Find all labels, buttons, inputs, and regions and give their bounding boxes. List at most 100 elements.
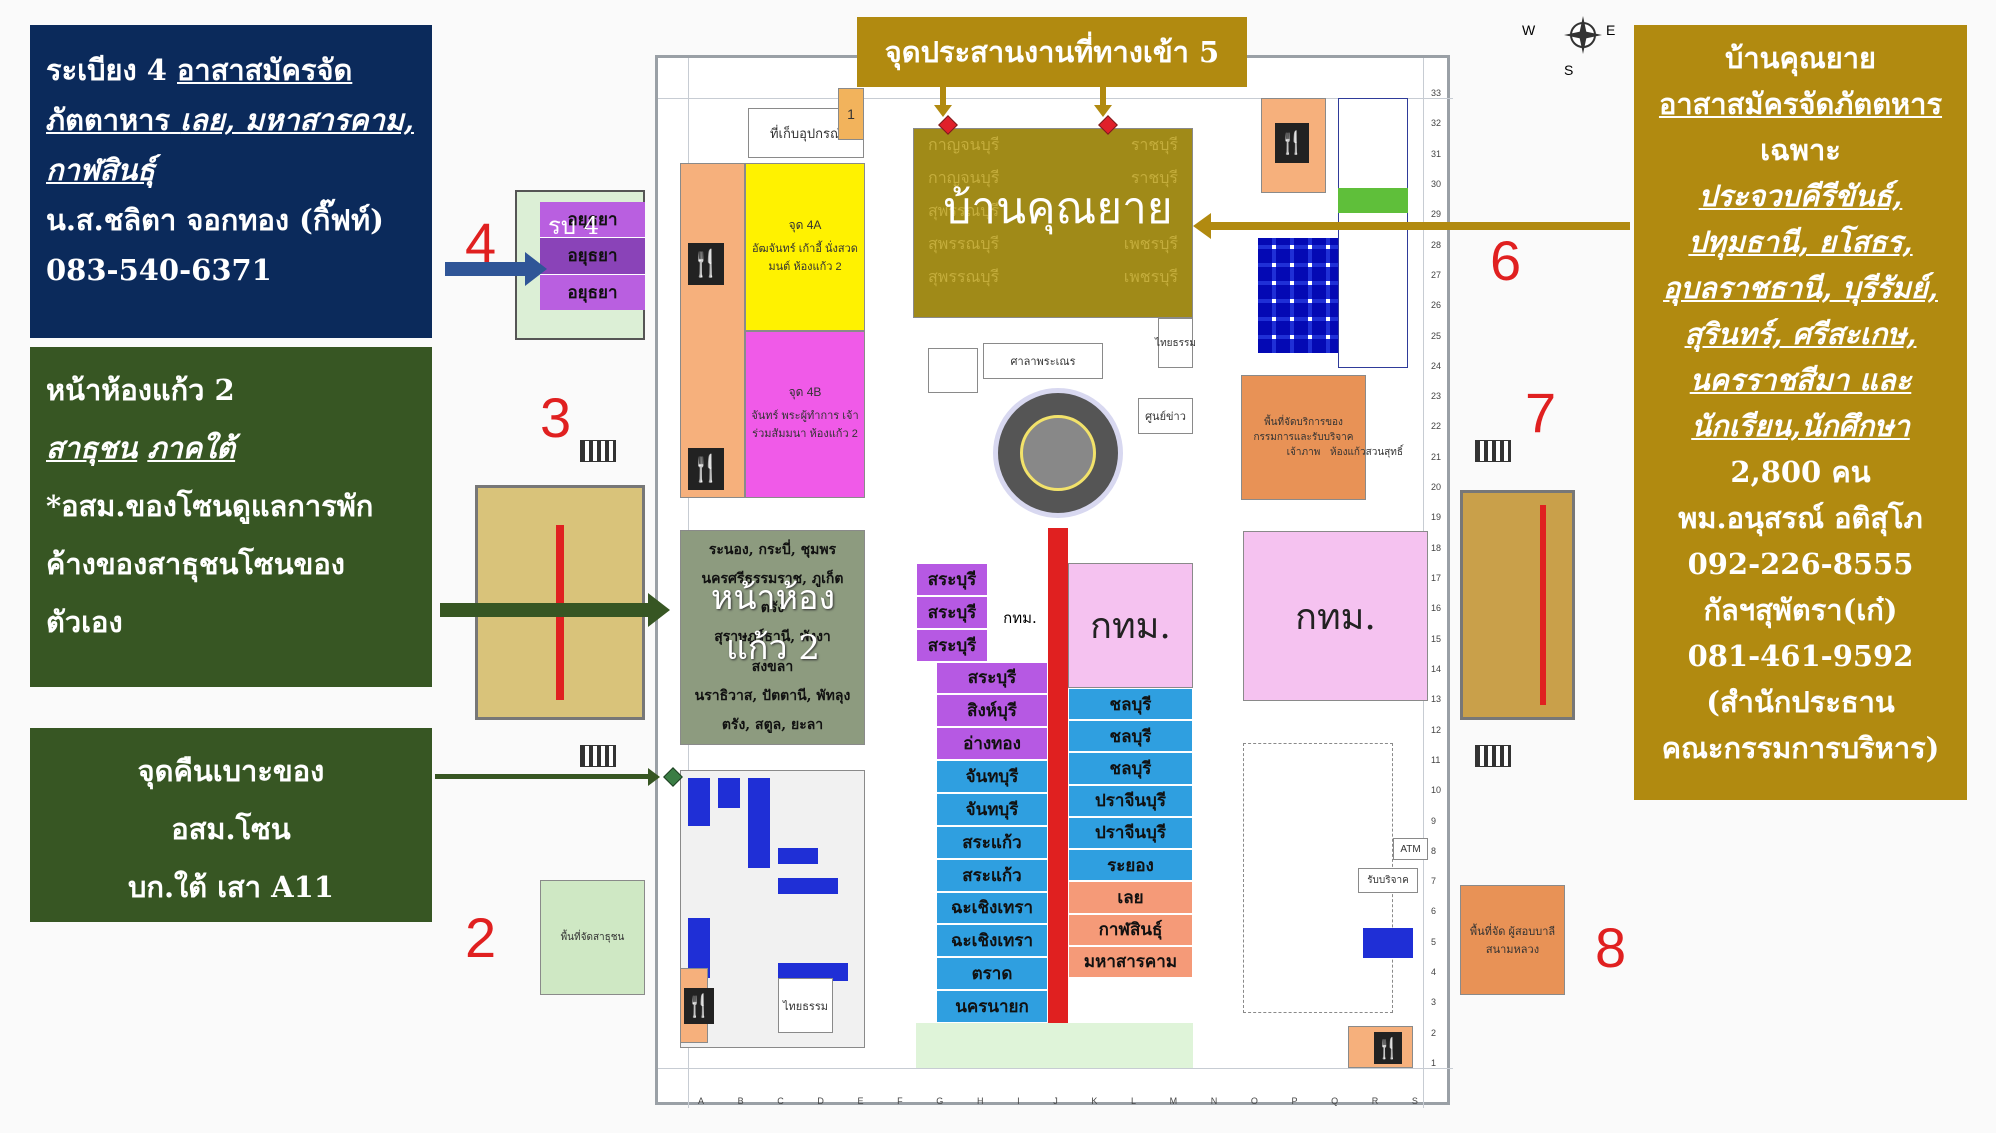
wing-7 [1460,490,1575,720]
panel-text: นักเรียน,นักศึกษา [1691,409,1910,443]
row-tick-label: 30 [1431,178,1442,189]
panel-text: อุบลราชธานี, บุรีรัมย์, [1663,271,1938,305]
coordination-box: 1 [838,88,864,140]
row-tick-label: 8 [1431,845,1437,856]
province-cell: ชลบุรี [1068,752,1193,785]
province-cell: กาฬสินธุ์ [1068,913,1193,946]
col-tick-label: E [857,1096,864,1106]
row-tick-label: 9 [1431,815,1437,826]
table-block [718,778,740,808]
panel-phone: 081-461-9592 [1687,639,1914,673]
south-province-label: ระนอง, กระบี่, ชุมพร [708,541,837,558]
col-tick-label: R [1371,1096,1379,1106]
small-building [928,348,978,393]
zone-4a-desc: อัฒจันทร์ เก้าอี้ นั่งสวดมนต์ ห้องแก้ว 2 [752,242,858,273]
sala-box: ศาลาพระเณร [983,343,1103,379]
thai-dharma-label: ไทยธรรม [782,1000,828,1013]
row-tick-label: 20 [1431,482,1442,493]
area8-label: พื้นที่จัด ผู้สอบบาลี สนามหลวง [1469,926,1556,956]
zone-4b-desc: จันทร์ พระผู้ทำการ เจ้าร่วมสัมมนา ห้องแก… [751,410,859,440]
table-block [1363,928,1413,958]
table-block [748,778,770,868]
panel-text: ตัวเอง [46,605,123,639]
row-tick-label: 25 [1431,330,1442,341]
bkk-small-label: กทม. [998,603,1042,633]
province-cell: จันทบุรี [936,793,1048,826]
south-province-label: นครศรีธรรมราช, ภูเก็ต [701,570,844,587]
panel-text: สุรินทร์, ศรีสะเกษ, [1684,317,1917,351]
banner-arrow-shaft [940,87,946,109]
row-tick-label: 16 [1431,603,1442,614]
panel-text: ภาคใต้ [147,431,236,465]
banner-arrow-head [934,105,952,117]
arrow-head [648,593,670,627]
restaurant-icon: 🍴 [1374,1032,1402,1064]
province-cell: สระบุรี [916,563,988,596]
grid-line [658,98,1453,99]
panel-text: กาฬสินธุ์ [46,153,155,187]
panel-text: 2,800 คน [1730,455,1871,489]
row-tick-label: 32 [1431,118,1442,129]
wing-8: พื้นที่จัด ผู้สอบบาลี สนามหลวง [1460,885,1565,995]
col-tick-label: S [1411,1096,1418,1106]
panel-text: บ้านคุณยาย [1724,41,1877,75]
panel-text: ประจวบคีรีขันธ์, [1698,179,1903,213]
ayutthaya-block: อยุธยา อยุธยา อยุธยา [540,202,645,310]
center-stage-inner [1020,415,1096,491]
col-tick-label: J [1053,1096,1058,1106]
area6-box: พื้นที่จัดบริการของกรรมการและรับบริจาคเจ… [1241,375,1366,500]
bkk-label: กทม. [1090,606,1171,647]
row-label: สุพรรณบุรี [928,269,1000,286]
province-cell: สิงห์บุรี [936,694,1048,728]
row-tick-label: 3 [1431,997,1437,1008]
ayutthaya-label: อยุธยา [540,202,645,239]
compass-s: S [1564,62,1574,78]
panel-text: สาธุชน [46,431,138,465]
arrow-to-mattress-point [435,774,650,779]
panel-text: อสม.โซน [171,812,291,846]
stairs [580,745,616,767]
rob4-label: รบ 4 [548,212,600,240]
compass-rose [1548,10,1618,80]
banner-arrow-shaft [1100,87,1106,109]
south-province-label: สงขลา [751,658,794,675]
center-right-column: ชลบุรีชลบุรีชลบุรีปราจีนบุรีปราจีนบุรีระ… [1068,688,1193,978]
area6-box-label: พื้นที่จัดบริการของกรรมการและรับบริจาคเจ… [1253,417,1354,458]
row-tick-label: 24 [1431,360,1442,371]
panel-text: หน้าห้องแก้ว 2 [46,373,235,407]
col-tick-label: P [1291,1096,1298,1106]
panel-text: อาสาสมัครจัด [177,53,353,87]
col-tick-label: L [1130,1096,1136,1106]
panel-text: เฉพาะ [1760,133,1841,167]
province-cell: สระแก้ว [936,825,1048,859]
col-tick-label: C [777,1096,784,1106]
row-tick-label: 29 [1431,209,1442,220]
col-tick-label: G [936,1096,944,1106]
restaurant-icon: 🍴 [688,243,724,285]
reception-box: รับบริจาค [1358,868,1418,893]
province-cell: ระยอง [1068,849,1193,882]
entrance-5-banner: จุดประสานงานที่ทางเข้า 5 [857,17,1247,87]
panel-phone: 092-226-8555 [1687,547,1914,581]
row-label: สุพรรณบุรี [928,203,1000,220]
province-cell: สระบุรี [916,628,988,662]
wing-2: พื้นที่จัดสาธุชน [540,880,645,995]
panel-text: ค้างของสาธุชนโซนของ [46,547,345,581]
stairs [580,440,616,462]
stairs [1475,440,1511,462]
col-tick-label: A [698,1096,705,1106]
panel-text: (สำนักประธาน [1706,685,1895,719]
table-block [778,848,818,864]
arrow-to-baan-khun-yai [1210,222,1630,230]
province-cell: ปราจีนบุรี [1068,816,1193,850]
row-label: สุพรรณบุรี [928,236,1000,253]
panel-glass-room-2: หน้าห้องแก้ว 2 สาธุชน ภาคใต้ *อสม.ของโซน… [30,347,432,687]
col-tick-label: I [1017,1096,1020,1106]
row-tick-label: 31 [1431,148,1442,159]
center-left-column: สระบุรีสระบุรีสระบุรีสระบุรีสิงห์บุรีอ่า… [916,563,1048,1023]
info-center-box: ศูนย์ข่าว [1138,398,1193,434]
province-cell: อ่างทอง [936,727,1048,761]
banner-arrow-head [1094,105,1112,117]
bkk-zone-right: กทม. [1243,531,1428,701]
